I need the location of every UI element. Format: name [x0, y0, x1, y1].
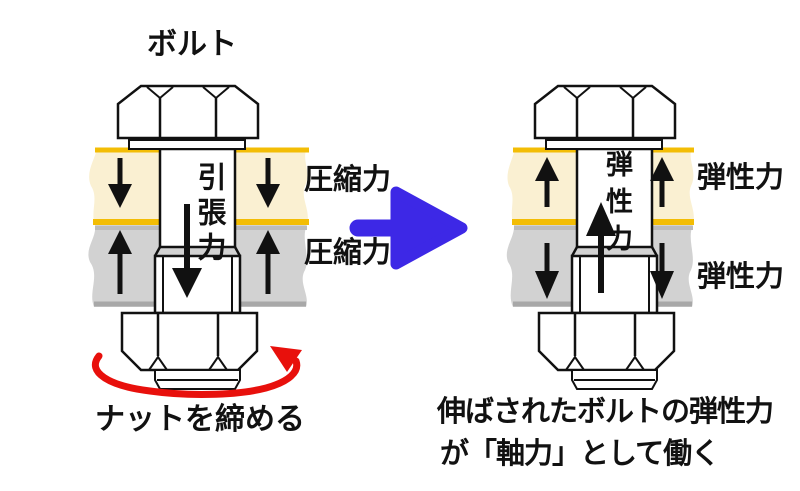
- left-bolt: [116, 84, 260, 390]
- tighten-nut-caption: ナットを締める: [95, 403, 305, 436]
- up-arrow-icon: [535, 157, 559, 181]
- left-diagram-title: ボルト: [147, 28, 237, 61]
- right-caption-line1: 伸ばされたボルトの弾性力: [437, 396, 774, 428]
- elastic-axial-arrow-icon: [586, 202, 616, 293]
- up-arrow-icon: [256, 230, 280, 254]
- tension-force-label: 引張力: [193, 162, 225, 267]
- nut: [537, 311, 676, 372]
- elastic-force-center-label: 弾性力: [602, 150, 632, 261]
- upper-compression-label: 圧縮力: [304, 164, 392, 196]
- bolt-thread: [153, 254, 242, 315]
- rotation-arrow-icon: [91, 346, 302, 398]
- up-arrow-icon: [650, 157, 674, 181]
- bolt-thread: [570, 254, 659, 315]
- nut: [120, 311, 259, 372]
- down-arrow-icon: [650, 271, 674, 299]
- down-arrow-icon: [256, 184, 280, 208]
- elastic-arrows-lower: [535, 243, 674, 299]
- bolt-head: [533, 84, 677, 140]
- compression-arrows-lower: [108, 230, 280, 294]
- thread-chamfer: [153, 246, 242, 257]
- elastic-arrows-upper: [535, 157, 674, 207]
- lower-elastic-label: 弾性力: [697, 261, 785, 293]
- compression-arrows-upper: [108, 158, 280, 208]
- lower-compression-label: 圧縮力: [304, 237, 392, 269]
- upper-elastic-label: 弾性力: [697, 162, 785, 194]
- transform-arrow-icon: [349, 186, 468, 270]
- tension-arrow-icon: [172, 204, 202, 298]
- washer: [545, 139, 663, 150]
- up-arrow-icon: [108, 230, 132, 254]
- down-arrow-icon: [535, 271, 559, 299]
- right-bolt-diagram: [506, 84, 694, 390]
- bolt-head: [116, 84, 260, 140]
- right-bolt: [533, 84, 677, 390]
- washer: [128, 139, 246, 150]
- down-arrow-icon: [108, 184, 132, 208]
- thread-chamfer: [570, 246, 659, 257]
- left-bolt-diagram: [88, 84, 309, 398]
- right-caption-line2: が「軸力」として働く: [440, 438, 720, 470]
